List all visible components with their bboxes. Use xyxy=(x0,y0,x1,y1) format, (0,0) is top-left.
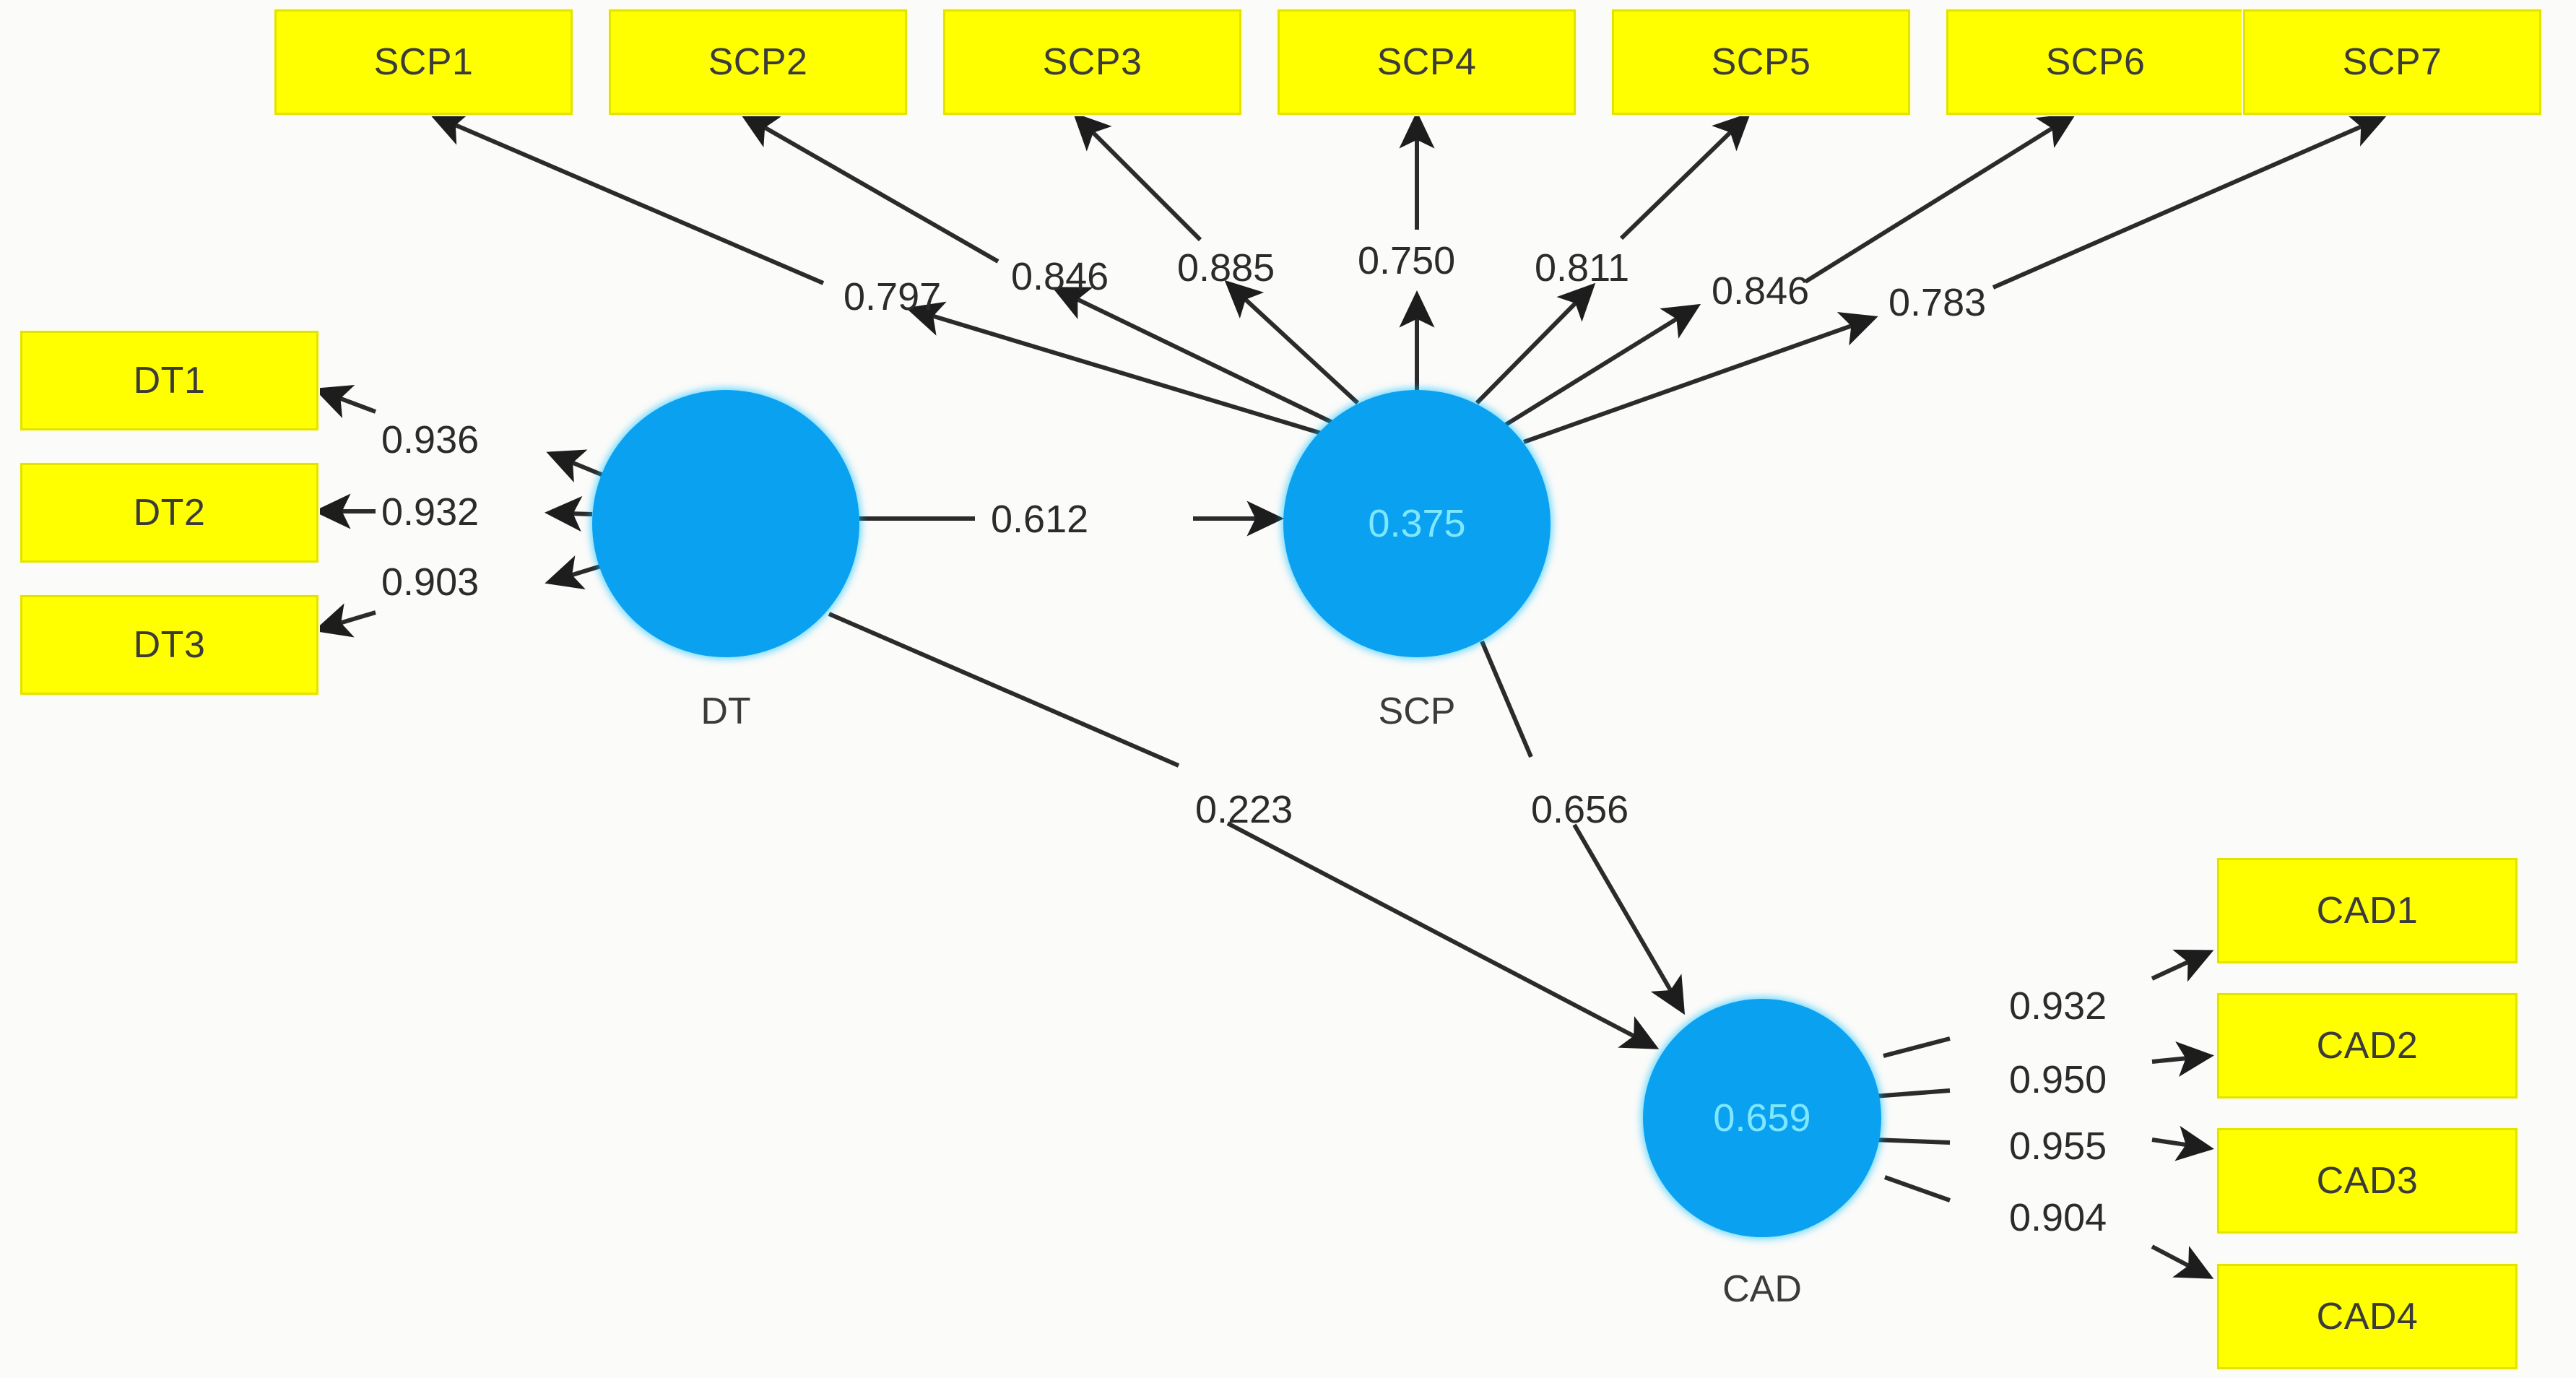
edge-cad-cad3-a xyxy=(1873,1138,1951,1145)
edge-cad-cad4-b xyxy=(2151,1244,2214,1279)
loading-label-scp5: 0.811 xyxy=(1535,246,1630,290)
path-label-scp-cad: 0.656 xyxy=(1531,788,1629,831)
edge-scp-cad-a xyxy=(1480,640,1533,758)
edge-dt-dt1-a xyxy=(546,449,608,483)
loading-label-dt1: 0.936 xyxy=(381,418,480,462)
edge-cad-cad3-b xyxy=(2151,1125,2214,1161)
indicator-label: SCP1 xyxy=(373,41,474,83)
edge-scp-scp7-a xyxy=(1522,312,1878,444)
indicator-box-cad2[interactable]: CAD2 xyxy=(2217,993,2518,1098)
construct-label-dt: DT xyxy=(701,690,751,732)
indicator-box-scp3[interactable]: SCP3 xyxy=(943,9,1241,115)
construct-value-cad: 0.659 xyxy=(1713,1096,1811,1140)
edge-dt-dt2-a xyxy=(545,495,593,532)
indicator-box-dt3[interactable]: DT3 xyxy=(20,595,318,695)
edge-scp-scp1-b xyxy=(429,112,825,285)
edge-scp-cad-b xyxy=(1572,823,1686,1015)
edge-dt-dt1-b xyxy=(313,384,377,419)
indicator-label: CAD2 xyxy=(2316,1025,2419,1067)
indicator-label: SCP5 xyxy=(1711,41,1811,83)
edge-dt-cad-a xyxy=(828,612,1180,768)
loading-label-scp1: 0.797 xyxy=(844,275,942,318)
indicator-label: CAD1 xyxy=(2316,890,2419,932)
construct-label-scp: SCP xyxy=(1378,690,1456,732)
construct-circle-cad[interactable]: 0.659 xyxy=(1643,999,1881,1237)
loading-label-scp3: 0.885 xyxy=(1177,246,1275,290)
indicator-box-cad3[interactable]: CAD3 xyxy=(2217,1128,2518,1234)
indicator-label: SCP6 xyxy=(2045,41,2146,83)
indicator-box-cad4[interactable]: CAD4 xyxy=(2217,1264,2518,1369)
edge-scp-scp2-b xyxy=(740,113,999,264)
loading-label-scp4: 0.750 xyxy=(1358,239,1456,282)
indicator-label: DT1 xyxy=(133,360,206,402)
edge-dt-dt3-a xyxy=(545,555,606,590)
indicator-box-scp4[interactable]: SCP4 xyxy=(1278,9,1576,115)
indicator-label: SCP2 xyxy=(708,41,808,83)
indicator-box-scp7[interactable]: SCP7 xyxy=(2243,9,2541,115)
loading-label-cad1: 0.932 xyxy=(2009,984,2107,1028)
edge-dt-cad-b xyxy=(1226,821,1660,1049)
edge-cad-cad1-b xyxy=(2151,949,2214,982)
edge-scp-scp7-b xyxy=(1992,113,2388,290)
indicator-box-dt2[interactable]: DT2 xyxy=(20,463,318,563)
edge-cad-cad4-a xyxy=(1883,1175,1951,1202)
indicator-box-dt1[interactable]: DT1 xyxy=(20,331,318,430)
indicator-box-scp6[interactable]: SCP6 xyxy=(1946,9,2245,115)
loading-label-dt2: 0.932 xyxy=(381,490,480,534)
edge-scp-scp3-a xyxy=(1224,280,1360,405)
indicator-label: DT2 xyxy=(133,492,206,534)
indicator-box-scp1[interactable]: SCP1 xyxy=(274,9,573,115)
loading-label-cad2: 0.950 xyxy=(2009,1058,2107,1101)
indicator-box-scp5[interactable]: SCP5 xyxy=(1612,9,1910,115)
loading-label-cad3: 0.955 xyxy=(2009,1124,2107,1168)
edge-cad-cad1-a xyxy=(1883,1036,1951,1058)
indicator-label: CAD3 xyxy=(2316,1160,2419,1202)
indicator-label: SCP4 xyxy=(1376,41,1477,83)
construct-label-cad: CAD xyxy=(1722,1268,1802,1310)
loading-label-scp2: 0.846 xyxy=(1011,255,1109,298)
indicator-label: SCP3 xyxy=(1042,41,1142,83)
indicator-label: SCP7 xyxy=(2342,41,2442,83)
edge-scp-scp5-b xyxy=(1619,112,1751,240)
edge-scp-scp5-a xyxy=(1475,282,1596,405)
edge-scp-scp6-a xyxy=(1504,303,1701,427)
path-label-dt-cad: 0.223 xyxy=(1195,788,1293,831)
construct-value-scp: 0.375 xyxy=(1368,502,1466,545)
edge-scp-scp6-b xyxy=(1804,113,2077,284)
path-label-dt-scp: 0.612 xyxy=(991,498,1089,541)
indicator-box-scp2[interactable]: SCP2 xyxy=(609,9,907,115)
edge-scp-scp1-a xyxy=(906,301,1322,436)
edge-cad-cad2-b xyxy=(2151,1041,2214,1078)
loading-label-scp7: 0.783 xyxy=(1888,281,1987,324)
edge-cad-cad2-a xyxy=(1873,1088,1951,1098)
edge-scp-scp2-a xyxy=(1051,287,1334,425)
indicator-box-cad1[interactable]: CAD1 xyxy=(2217,858,2518,963)
construct-circle-scp[interactable]: 0.375 xyxy=(1283,390,1551,657)
loading-label-dt3: 0.903 xyxy=(381,560,480,604)
indicator-label: CAD4 xyxy=(2316,1296,2419,1338)
loading-label-scp6: 0.846 xyxy=(1712,269,1810,313)
edge-dt-dt3-b xyxy=(313,603,376,638)
indicator-label: DT3 xyxy=(133,624,206,666)
construct-circle-dt[interactable] xyxy=(592,390,859,657)
edge-scp-scp3-b xyxy=(1072,112,1202,242)
loading-label-cad4: 0.904 xyxy=(2009,1196,2107,1239)
